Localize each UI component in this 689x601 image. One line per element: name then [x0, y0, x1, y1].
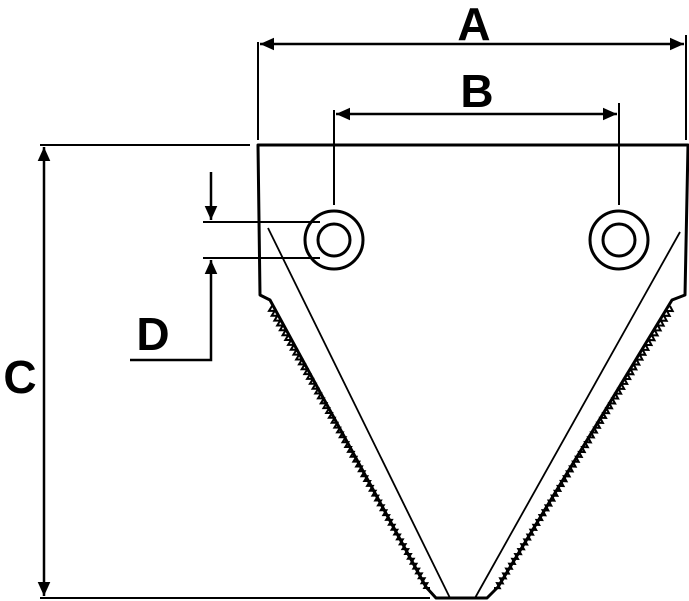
dim-a-label: A [457, 0, 490, 50]
dim-c-label: C [3, 351, 36, 403]
rivet-hole-right [588, 209, 650, 271]
dim-d-label: D [136, 308, 169, 360]
left-bevel-line [267, 227, 451, 599]
right-serration [493, 305, 675, 590]
blade [256, 143, 689, 600]
dim-b-label: B [460, 65, 493, 117]
left-serration [267, 305, 430, 589]
dimension-b [333, 103, 620, 205]
dim-d-arrow-bottom [130, 260, 218, 362]
blade-outline [256, 143, 689, 600]
dimension-a [257, 35, 687, 140]
dimension-d [130, 172, 320, 362]
right-bevel-line [474, 231, 681, 599]
rivet-hole-left [303, 209, 365, 271]
dimension-c [37, 144, 430, 599]
